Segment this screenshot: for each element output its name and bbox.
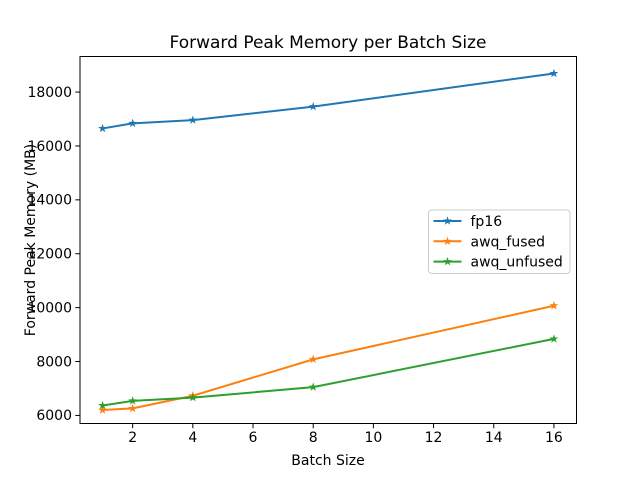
series-marker <box>549 334 559 343</box>
chart-title: Forward Peak Memory per Batch Size <box>170 33 487 53</box>
x-tick-label: 16 <box>545 430 563 446</box>
plot-area: 2 4 6 8 10 12 14 16 6000 8000 10000 12000 14000 16000… <box>27 56 577 446</box>
series-awq_unfused <box>98 334 559 410</box>
x-tick-label: 4 <box>188 430 197 446</box>
y-tick-label: 6000 <box>36 408 72 424</box>
x-tick-label: 14 <box>485 430 503 446</box>
legend-marker <box>443 236 452 246</box>
y-tick-label: 12000 <box>27 247 72 263</box>
series-marker <box>308 101 318 111</box>
x-tick-label: 2 <box>128 430 137 446</box>
x-axis-label: Batch Size <box>291 453 364 469</box>
series-marker <box>98 400 108 410</box>
series-marker <box>549 301 559 310</box>
series-marker <box>188 115 198 124</box>
legend-label: awq_unfused <box>471 255 563 271</box>
y-tick-label: 16000 <box>27 139 72 155</box>
x-tick-label: 12 <box>425 430 443 446</box>
series-line <box>102 337 555 407</box>
series-line <box>102 304 555 412</box>
x-tick-label: 6 <box>249 430 258 446</box>
legend-box <box>428 209 571 274</box>
legend-label: awq_fused <box>471 234 546 250</box>
y-tick-label: 10000 <box>27 300 72 316</box>
y-tick-label: 8000 <box>36 354 72 370</box>
series-marker <box>98 405 108 414</box>
legend-marker <box>443 256 452 266</box>
series-marker <box>98 123 108 133</box>
series-marker <box>128 118 138 128</box>
axes-frame <box>79 56 577 424</box>
legend-marker <box>443 216 452 225</box>
legend: fp16 awq_fused awq_unfused <box>428 209 571 274</box>
series-fp16 <box>98 68 559 133</box>
x-tick-label: 8 <box>309 430 318 446</box>
series-marker <box>308 354 318 364</box>
series-marker <box>128 396 138 405</box>
y-tick-label: 14000 <box>27 193 72 209</box>
series-awq_fused <box>98 301 559 414</box>
y-tick-label: 18000 <box>27 85 72 101</box>
series-marker <box>549 68 559 78</box>
legend-label: fp16 <box>471 214 503 230</box>
series-line <box>102 72 555 130</box>
series-marker <box>308 382 318 391</box>
x-tick-label: 10 <box>364 430 382 446</box>
series-marker <box>188 392 198 402</box>
y-axis-label: Forward Peak Memory (MB) <box>23 144 39 336</box>
series-marker <box>128 403 138 413</box>
